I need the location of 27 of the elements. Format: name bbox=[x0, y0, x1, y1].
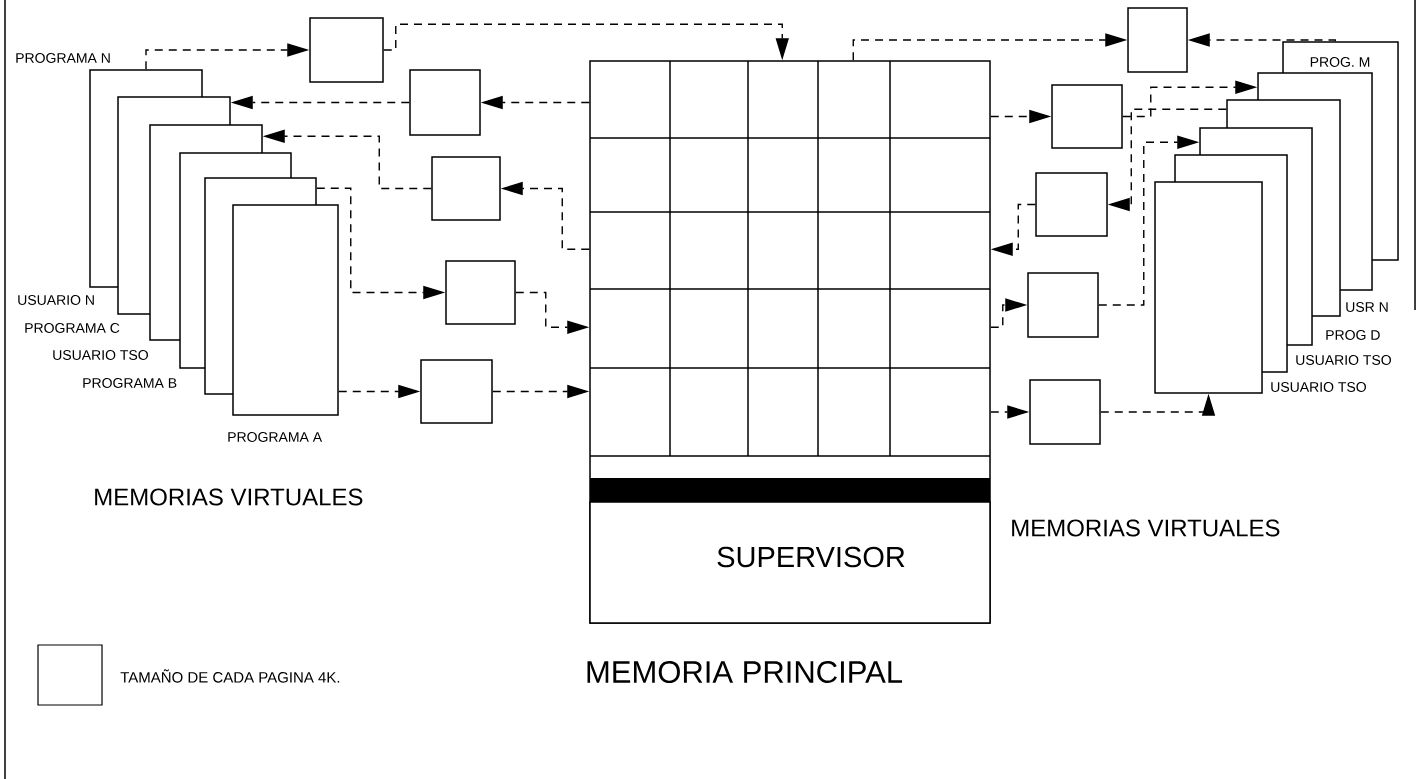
page-frame-box bbox=[1029, 379, 1101, 445]
page-frame-box bbox=[1035, 172, 1108, 237]
node-label: USUARIO TSO bbox=[53, 350, 148, 360]
page-sheet: PROGRAMA A bbox=[228, 204, 339, 442]
page-frame-box bbox=[409, 69, 481, 136]
node-label: USUARIO TSO bbox=[1271, 382, 1366, 392]
node-label: PROGRAMA N bbox=[16, 53, 110, 63]
page-frame-box bbox=[420, 359, 493, 424]
page-sheet bbox=[1154, 181, 1263, 394]
page-frame-box bbox=[309, 17, 384, 83]
node-label: PROG D bbox=[1326, 330, 1380, 340]
node-label: PROGRAMA C bbox=[25, 323, 120, 333]
node-label: USUARIO N bbox=[18, 295, 94, 305]
section-label: MEMORIA PRINCIPAL bbox=[587, 661, 903, 683]
node-label: PROGRAMA B bbox=[83, 378, 177, 388]
page-frame-box bbox=[431, 156, 501, 221]
section-label: MEMORIAS VIRTUALES bbox=[1012, 519, 1280, 537]
page-frame-box bbox=[1027, 272, 1099, 338]
legend-label: TAMAÑO DE CADA PAGINA 4K. bbox=[120, 669, 340, 683]
section-label: MEMORIAS VIRTUALES bbox=[95, 488, 363, 506]
node-label: USUARIO TSO bbox=[1296, 355, 1391, 365]
page-frame-box bbox=[445, 260, 516, 325]
page-frame-box bbox=[1127, 7, 1188, 73]
page-frame-box bbox=[1051, 84, 1123, 149]
node-label: USR N bbox=[1346, 302, 1388, 312]
supervisor-area: SUPERVISOR bbox=[589, 501, 991, 624]
node-label: PROGRAMA A bbox=[228, 432, 323, 442]
